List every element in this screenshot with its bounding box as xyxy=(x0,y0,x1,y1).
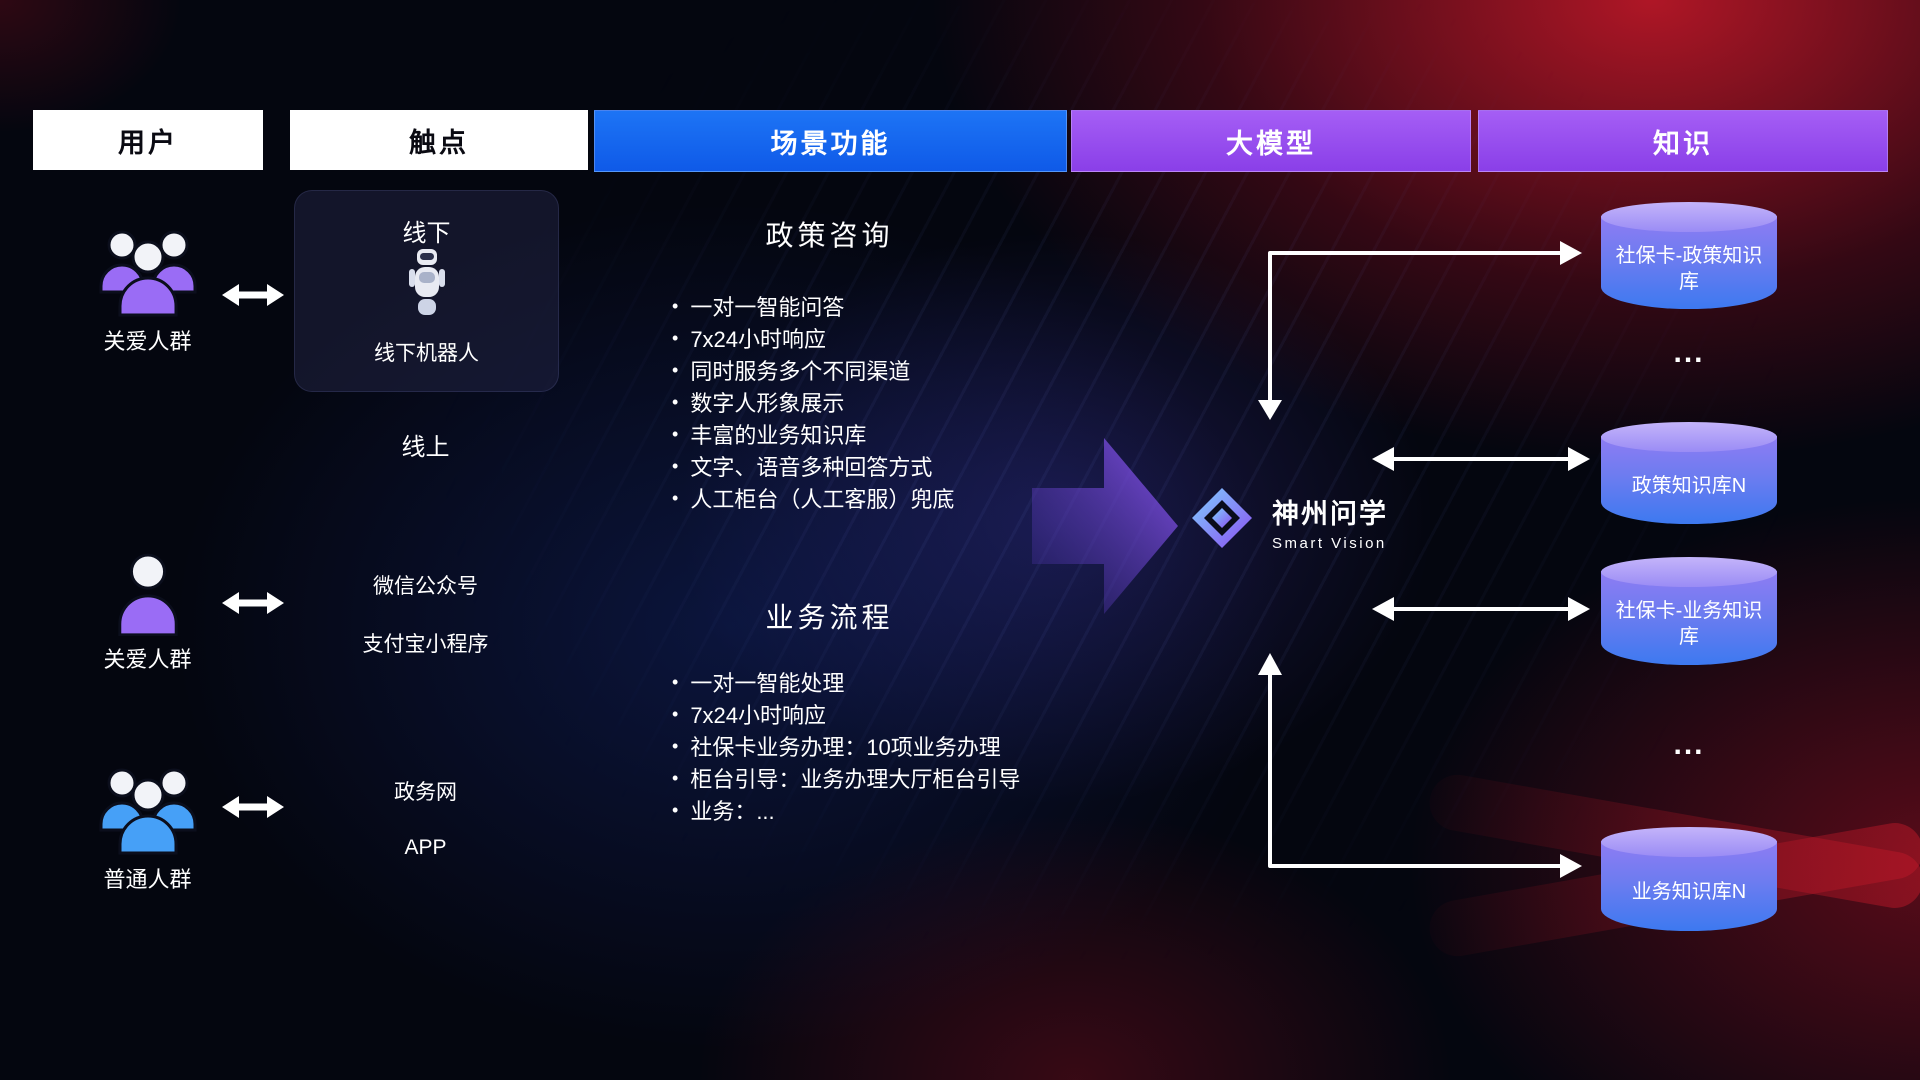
double-arrow-icon xyxy=(222,592,284,614)
business-bullet-list: 一对一智能处理 7x24小时响应 社保卡业务办理：10项业务办理 柜台引导：业务… xyxy=(672,666,1020,826)
bullet-item: 同时服务多个不同渠道 xyxy=(672,354,954,386)
channel-gov-web: 政务网 xyxy=(394,781,457,804)
header-column-users: 用户 xyxy=(33,110,263,170)
bullet-item: 数字人形象展示 xyxy=(672,386,954,418)
double-arrow-icon xyxy=(222,284,284,306)
channel-app: APP xyxy=(404,836,447,859)
kb-ellipsis: ... xyxy=(1673,728,1705,761)
online-title: 线上 xyxy=(401,434,450,461)
kb-cylinder-policy-sscard: 社保卡-政策知识库 xyxy=(1601,202,1777,309)
model-brand: 神州问学 Smart Vision xyxy=(1272,492,1388,552)
bullet-item: 社保卡业务办理：10项业务办理 xyxy=(672,730,1020,762)
block-arrow-right-icon xyxy=(1032,438,1178,614)
kb-ellipsis: ... xyxy=(1673,336,1705,369)
kb-cylinder-business-sscard: 社保卡-业务知识库 xyxy=(1601,557,1777,665)
people-group-icon xyxy=(99,768,196,855)
section-title-business: 业务流程 xyxy=(765,602,894,633)
channel-alipay: 支付宝小程序 xyxy=(362,633,489,656)
channel-wechat: 微信公众号 xyxy=(373,575,478,598)
bullet-item: 7x24小时响应 xyxy=(672,698,1020,730)
user-single-care: 关爱人群 xyxy=(70,548,225,674)
offline-title: 线下 xyxy=(402,220,451,247)
bullet-item: 业务：... xyxy=(672,794,1020,826)
user-label: 普通人群 xyxy=(103,867,192,892)
bullet-item: 文字、语音多种回答方式 xyxy=(672,450,954,482)
bullet-item: 7x24小时响应 xyxy=(672,322,954,354)
kb-cylinder-business-n: 业务知识库N xyxy=(1601,827,1777,931)
diamond-gem-logo-icon xyxy=(1192,488,1252,548)
section-title-policy: 政策咨询 xyxy=(765,220,894,251)
user-group-general: 普通人群 xyxy=(70,756,225,894)
policy-bullet-list: 一对一智能问答 7x24小时响应 同时服务多个不同渠道 数字人形象展示 丰富的业… xyxy=(672,290,954,514)
user-label: 关爱人群 xyxy=(103,329,192,354)
user-group-care-1: 关爱人群 xyxy=(70,218,225,356)
header-column-touchpoints: 触点 xyxy=(290,110,588,170)
offline-touchpoint-card: 线下 线下机器人 xyxy=(294,190,559,392)
double-arrow-icon xyxy=(222,796,284,818)
header-column-functions: 场景功能 xyxy=(594,110,1067,172)
kb-cylinder-policy-n: 政策知识库N xyxy=(1601,422,1777,524)
person-icon xyxy=(117,553,178,636)
robot-icon xyxy=(405,247,449,326)
model-name: 神州问学 xyxy=(1272,499,1388,529)
header-column-model: 大模型 xyxy=(1071,110,1471,172)
bullet-item: 丰富的业务知识库 xyxy=(672,418,954,450)
bullet-item: 人工柜台（人工客服）兜底 xyxy=(672,482,954,514)
bullet-item: 一对一智能问答 xyxy=(672,290,954,322)
user-label: 关爱人群 xyxy=(103,647,192,672)
header-column-knowledge: 知识 xyxy=(1478,110,1888,172)
people-group-icon xyxy=(99,230,196,317)
bullet-item: 一对一智能处理 xyxy=(672,666,1020,698)
offline-robot-label: 线下机器人 xyxy=(374,342,479,365)
model-subtitle: Smart Vision xyxy=(1272,535,1387,552)
bullet-item: 柜台引导：业务办理大厅柜台引导 xyxy=(672,762,1020,794)
